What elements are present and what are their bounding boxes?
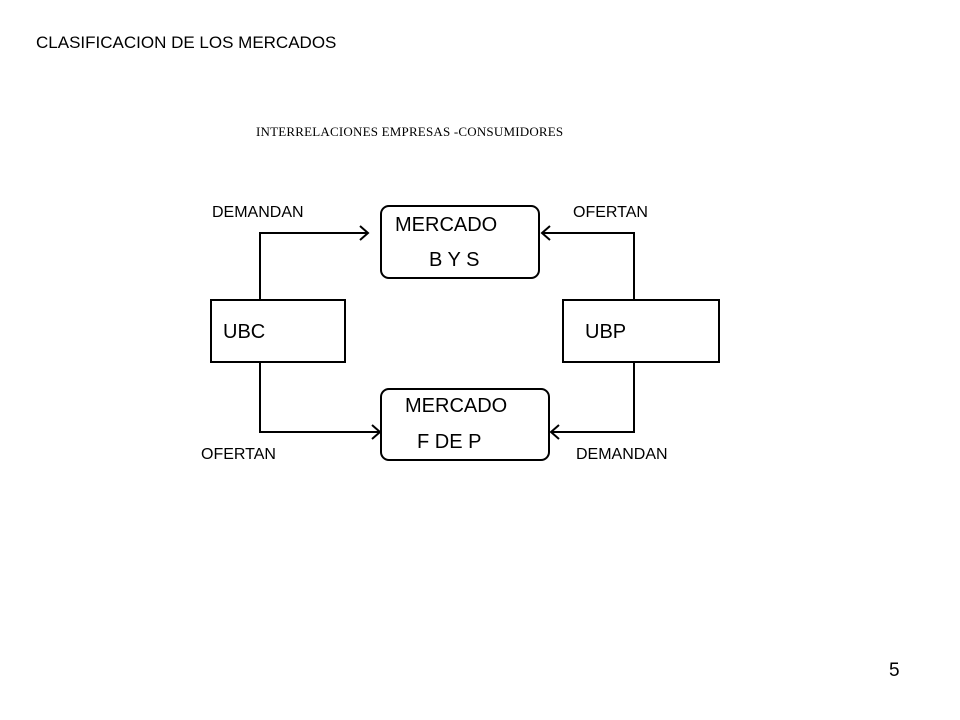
arrow-line-top-right bbox=[542, 232, 635, 300]
arrow-line-top-left bbox=[259, 232, 368, 300]
page-title: CLASIFICACION DE LOS MERCADOS bbox=[36, 33, 337, 52]
arrow-line-bottom-right bbox=[551, 362, 635, 433]
arrow-label-top-right: OFERTAN bbox=[573, 204, 648, 221]
arrow-head-top-left bbox=[359, 225, 370, 241]
market-top-line2: B Y S bbox=[429, 249, 479, 271]
arrow-head-bottom-left bbox=[371, 424, 382, 440]
arrow-label-bottom-right: DEMANDAN bbox=[576, 446, 668, 463]
ubp-label: UBP bbox=[585, 321, 626, 343]
market-bottom-box bbox=[380, 388, 550, 461]
diagram-subtitle: INTERRELACIONES EMPRESAS -CONSUMIDORES bbox=[256, 124, 564, 139]
arrow-label-bottom-left: OFERTAN bbox=[201, 446, 276, 463]
arrow-line-bottom-left bbox=[259, 362, 380, 433]
market-bottom-line1: MERCADO bbox=[405, 395, 507, 417]
page-number: 5 bbox=[889, 660, 900, 681]
market-top-line1: MERCADO bbox=[395, 214, 497, 236]
arrow-label-top-left: DEMANDAN bbox=[212, 204, 304, 221]
ubp-box bbox=[562, 299, 720, 363]
arrow-head-bottom-right bbox=[549, 424, 560, 440]
market-bottom-line2: F DE P bbox=[417, 431, 481, 453]
market-top-box bbox=[380, 205, 540, 279]
ubc-box bbox=[210, 299, 346, 363]
ubc-label: UBC bbox=[223, 321, 265, 343]
arrow-head-top-right bbox=[540, 225, 551, 241]
